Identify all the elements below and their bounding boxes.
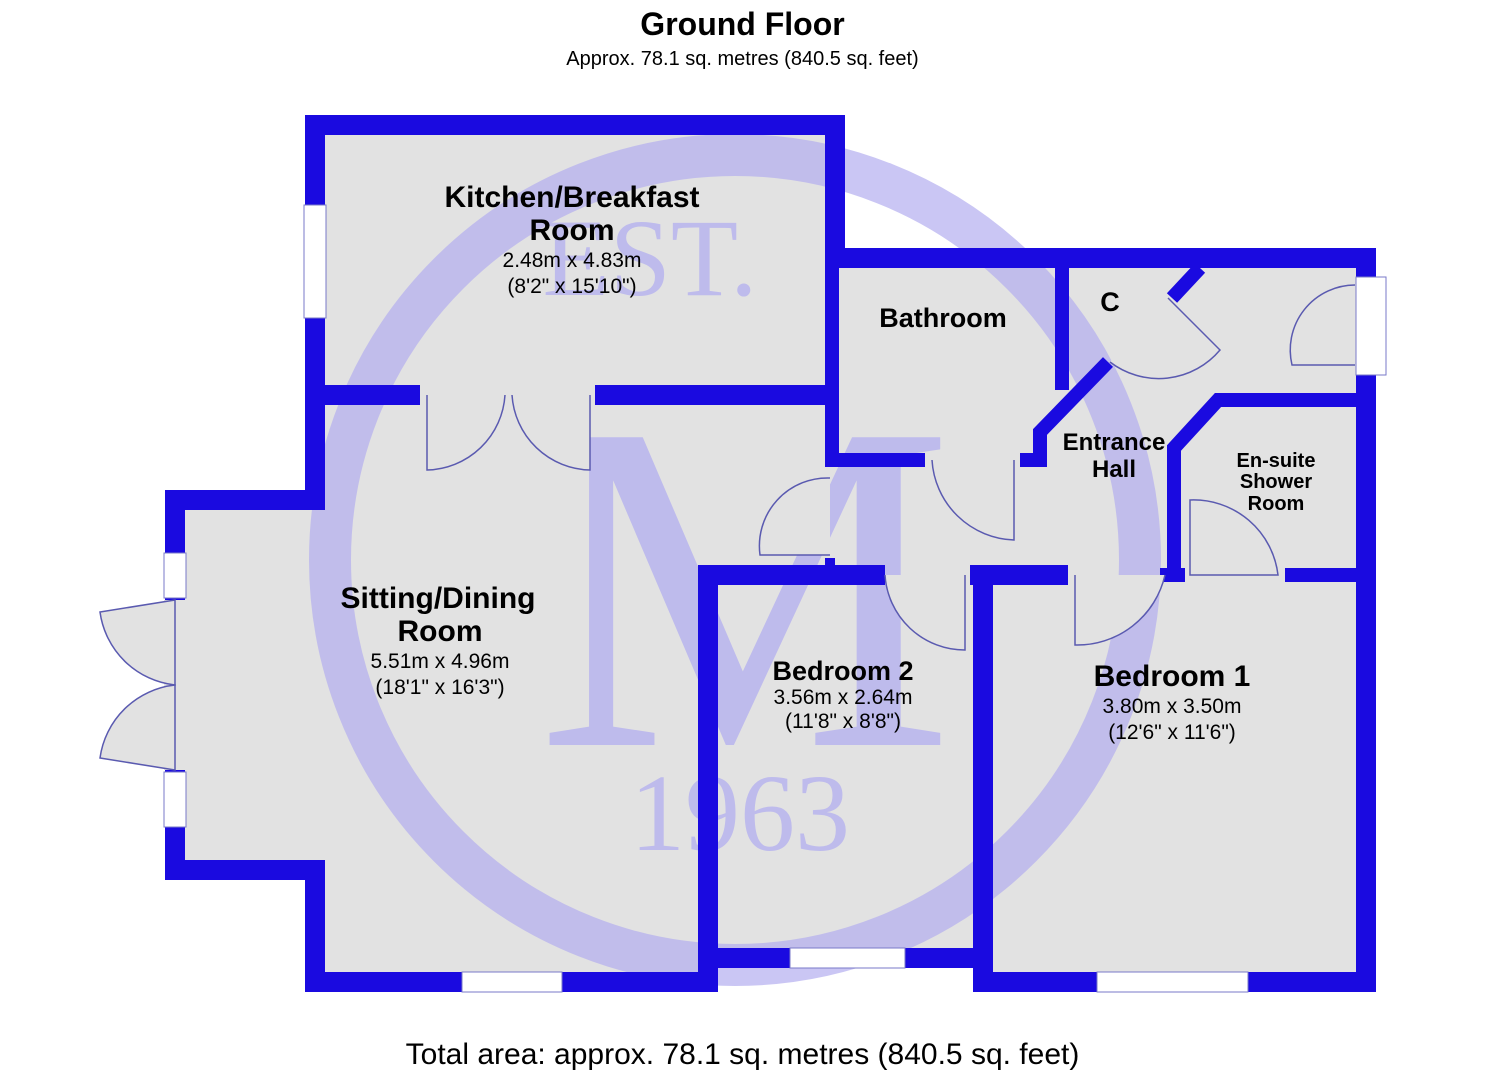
svg-text:(8'2" x 15'10"): (8'2" x 15'10") <box>507 275 636 298</box>
floor-title: Ground Floor <box>640 6 845 42</box>
svg-text:1963: 1963 <box>630 752 850 874</box>
svg-text:En-suite: En-suite <box>1237 450 1316 472</box>
room-bathroom: Bathroom <box>879 303 1007 333</box>
total-area: Total area: approx. 78.1 sq. metres (840… <box>405 1038 1080 1071</box>
svg-text:Room: Room <box>398 615 483 648</box>
svg-text:Sitting/Dining: Sitting/Dining <box>341 582 536 615</box>
svg-text:2.48m x 4.83m: 2.48m x 4.83m <box>503 249 642 272</box>
svg-text:Bedroom 1: Bedroom 1 <box>1094 660 1251 693</box>
room-ensuite: En-suite Shower Room <box>1237 450 1316 515</box>
room-sitting-dining: Sitting/Dining Room 5.51m x 4.96m (18'1"… <box>341 582 536 699</box>
svg-text:EST.: EST. <box>543 197 758 319</box>
svg-text:Hall: Hall <box>1092 456 1136 483</box>
room-bedroom-1: Bedroom 1 3.80m x 3.50m (12'6" x 11'6") <box>1094 660 1251 744</box>
room-entrance-hall: Entrance Hall <box>1063 429 1166 483</box>
floor-area-subtitle: Approx. 78.1 sq. metres (840.5 sq. feet) <box>566 48 919 70</box>
svg-text:(12'6" x 11'6"): (12'6" x 11'6") <box>1108 721 1236 744</box>
svg-text:(11'8" x 8'8"): (11'8" x 8'8") <box>785 710 901 733</box>
windows <box>163 204 1387 993</box>
room-cupboard: C <box>1100 287 1120 317</box>
watermark-logo: EST. M 1963 <box>309 134 1161 986</box>
svg-text:Room: Room <box>1248 493 1305 515</box>
svg-text:Kitchen/Breakfast: Kitchen/Breakfast <box>444 181 699 214</box>
svg-text:3.80m x 3.50m: 3.80m x 3.50m <box>1103 695 1242 718</box>
svg-text:(18'1" x 16'3"): (18'1" x 16'3") <box>375 676 504 699</box>
doors[interactable] <box>99 284 1356 771</box>
room-kitchen: Kitchen/Breakfast Room 2.48m x 4.83m (8'… <box>444 181 699 298</box>
svg-text:M: M <box>536 326 954 847</box>
room-bedroom-2: Bedroom 2 3.56m x 2.64m (11'8" x 8'8") <box>772 656 913 733</box>
svg-text:3.56m x 2.64m: 3.56m x 2.64m <box>774 686 913 709</box>
svg-text:Room: Room <box>530 214 615 247</box>
svg-text:Shower: Shower <box>1240 471 1312 493</box>
svg-text:5.51m x 4.96m: 5.51m x 4.96m <box>371 650 510 673</box>
svg-text:Entrance: Entrance <box>1063 429 1166 456</box>
svg-text:Bedroom 2: Bedroom 2 <box>772 656 913 686</box>
